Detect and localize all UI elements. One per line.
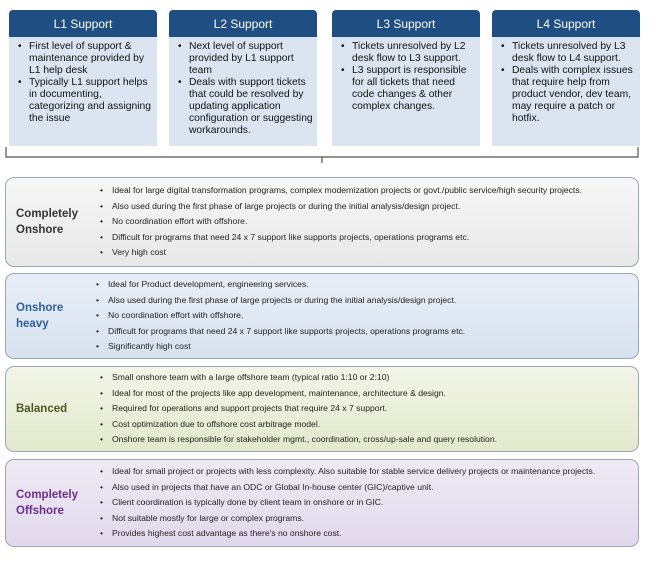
row-item: Ideal for small project or projects with… xyxy=(100,464,638,480)
row-item: Also used during the first phase of larg… xyxy=(100,199,638,215)
column-title: L3 Support xyxy=(332,10,480,37)
row-item: No coordination effort with offshore. xyxy=(100,214,638,230)
column-item: Deals with support tickets that could be… xyxy=(178,77,313,137)
grouping-bracket xyxy=(5,147,639,163)
l1-support-column: L1 Support First level of support & main… xyxy=(9,10,157,146)
l2-support-column: L2 Support Next level of support provide… xyxy=(169,10,317,146)
column-title: L2 Support xyxy=(169,10,317,37)
row-item: Provides highest cost advantage as there… xyxy=(100,526,638,542)
row-item: Ideal for large digital transformation p… xyxy=(100,183,638,199)
column-item: Next level of support provided by L1 sup… xyxy=(178,41,313,77)
row-item: No coordination effort with offshore. xyxy=(96,308,638,324)
row-item: Cost optimization due to offshore cost a… xyxy=(100,417,638,433)
column-item: Tickets unresolved by L2 desk flow to L3… xyxy=(341,41,476,65)
row-item: Small onshore team with a large offshore… xyxy=(100,370,638,386)
column-title: L1 Support xyxy=(9,10,157,37)
row-item: Required for operations and support proj… xyxy=(100,401,638,417)
column-item: First level of support & maintenance pro… xyxy=(18,41,153,77)
column-item: Deals with complex issues that require h… xyxy=(501,65,636,125)
row-item: Also used in projects that have an ODC o… xyxy=(100,480,638,496)
row-item: Difficult for programs that need 24 x 7 … xyxy=(96,324,638,340)
row-item: Ideal for Product development, engineeri… xyxy=(96,277,638,293)
row-item: Significantly high cost xyxy=(96,339,638,355)
column-item: Tickets unresolved by L3 desk flow to L4… xyxy=(501,41,636,65)
row-item: Not suitable mostly for large or complex… xyxy=(100,511,638,527)
row-item: Very high cost xyxy=(100,245,638,261)
row-item: Client coordination is typically done by… xyxy=(100,495,638,511)
l3-support-column: L3 Support Tickets unresolved by L2 desk… xyxy=(332,10,480,146)
l4-support-column: L4 Support Tickets unresolved by L3 desk… xyxy=(492,10,640,146)
row-item: Ideal for most of the projects like app … xyxy=(100,386,638,402)
row-item: Difficult for programs that need 24 x 7 … xyxy=(100,230,638,246)
row-item: Also used during the first phase of larg… xyxy=(96,293,638,309)
column-item: L3 support is responsible for all ticket… xyxy=(341,65,476,113)
row-item: Onshore team is responsible for stakehol… xyxy=(100,432,638,448)
column-item: Typically L1 support helps in documentin… xyxy=(18,77,153,125)
row-label: Balanced xyxy=(16,403,68,415)
column-title: L4 Support xyxy=(492,10,640,37)
balanced-row: Balanced Small onshore team with a large… xyxy=(5,366,639,452)
